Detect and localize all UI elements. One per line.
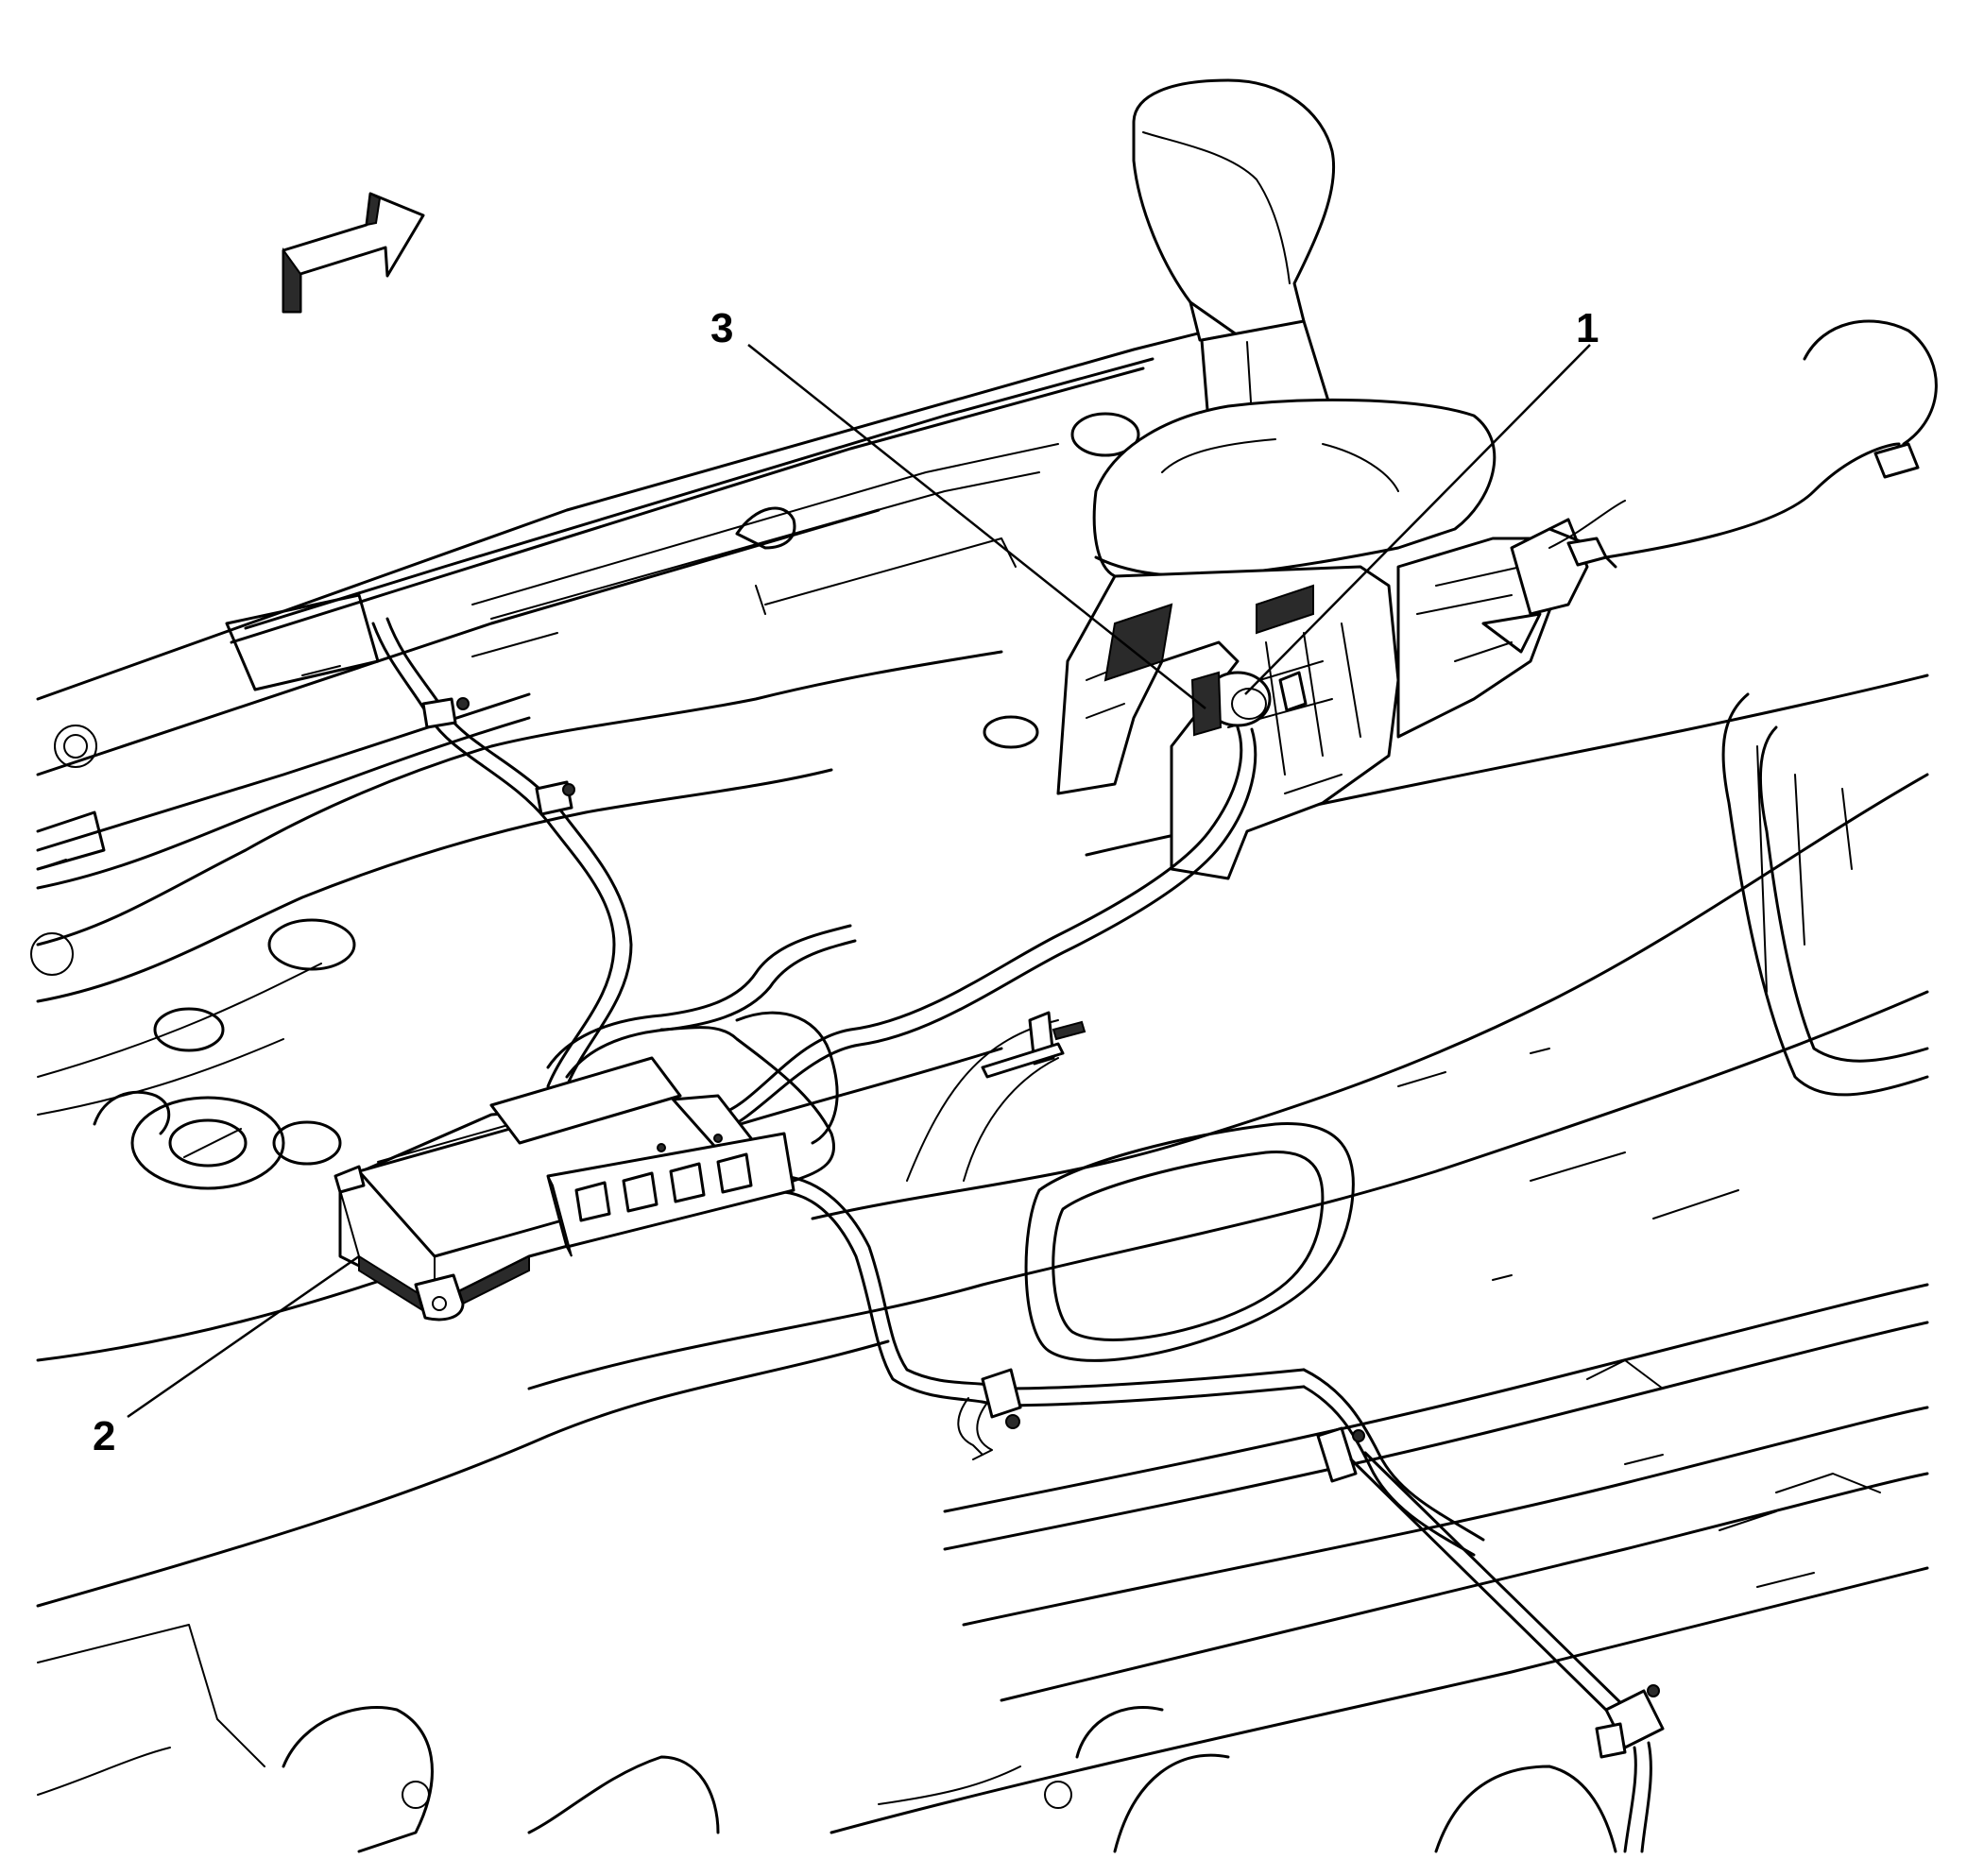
floor-pan [30, 324, 1929, 1853]
callout-1: 1 [1244, 305, 1599, 695]
forward-direction-arrow-icon [282, 192, 425, 314]
harness-and-module [334, 617, 1665, 1853]
callout-2-label: 2 [93, 1413, 115, 1459]
callout-2: 2 [93, 1254, 360, 1459]
shift-lever-assembly [1056, 78, 1938, 880]
callout-3-label: 3 [710, 305, 733, 351]
callout-3: 3 [710, 305, 1206, 709]
callout-1-label: 1 [1576, 305, 1599, 351]
